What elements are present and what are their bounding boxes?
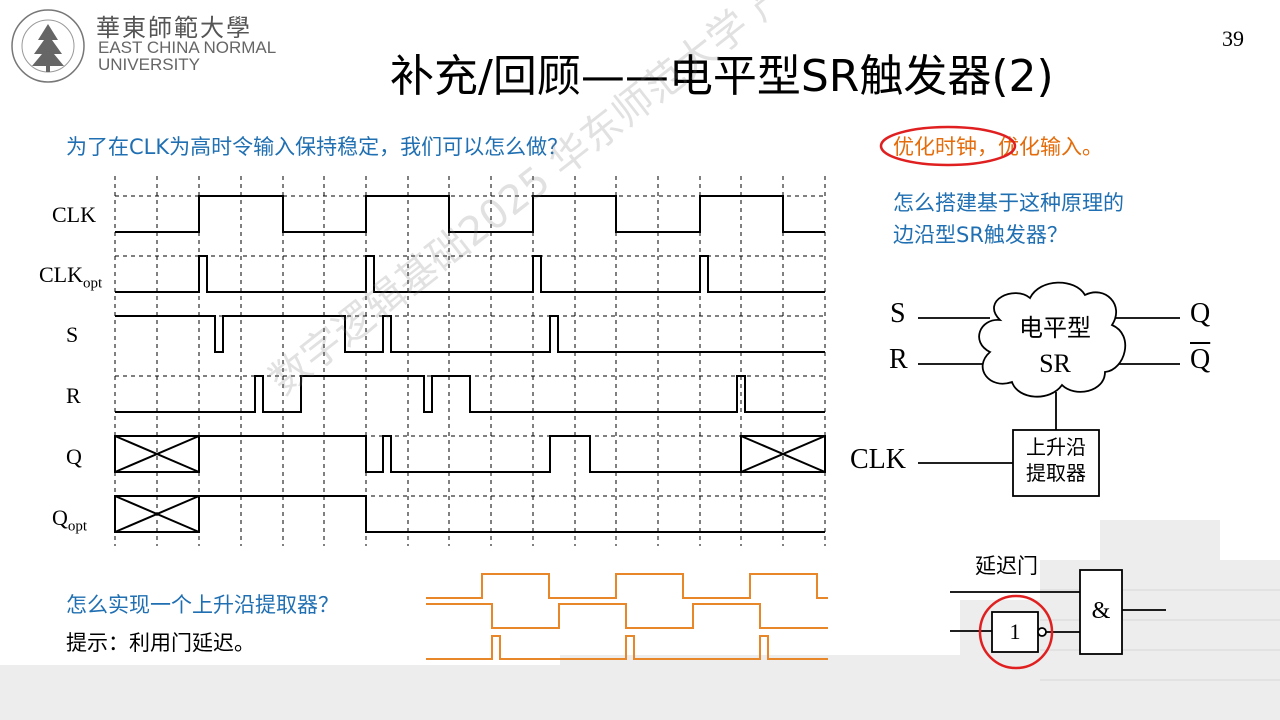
answer-separator: ， xyxy=(977,135,998,159)
wave-clk-opt xyxy=(115,255,825,293)
wave-clk xyxy=(115,195,825,233)
question-stabilize-input: 为了在CLK为高时令输入保持稳定，我们可以怎么做？ xyxy=(66,135,569,159)
signal-label-s: S xyxy=(66,322,79,347)
edge-extractor-gates xyxy=(950,569,1166,670)
logo-english-name-line1: EAST CHINA NORMAL xyxy=(98,38,277,57)
not-gate-box xyxy=(991,611,1039,653)
wave-q xyxy=(199,435,741,473)
logo-english-name-line2: UNIVERSITY xyxy=(98,55,201,74)
wave-q-unknown-1 xyxy=(114,435,200,473)
signal-label-q: Q xyxy=(66,444,82,469)
hint-gate-delay: 提示：利用门延迟。 xyxy=(66,631,255,655)
circuit-output-qbar: Q xyxy=(1190,344,1211,375)
orange-wave-delayed xyxy=(426,603,828,629)
extractor-label: 上升沿 提取器 xyxy=(1026,435,1086,485)
wave-q-opt xyxy=(199,495,825,533)
slide-title: 补充/回顾——电平型SR触发器(2) xyxy=(390,51,1054,102)
signal-label-r: R xyxy=(66,383,81,408)
logo-chinese-name: 華東師範大學 xyxy=(96,14,252,42)
highlight-circle xyxy=(879,125,1017,167)
orange-wave-input xyxy=(426,573,828,599)
signal-label-clk-opt: CLKopt xyxy=(39,262,103,292)
circuit-input-clk: CLK xyxy=(850,444,906,475)
circuit-input-s: S xyxy=(890,298,906,329)
question-edge-flipflop: 怎么搭建基于这种原理的 边沿型SR触发器？ xyxy=(893,187,1124,251)
orange-wave-pulse xyxy=(426,635,828,660)
latch-cloud-shape xyxy=(978,281,1127,398)
university-seal-icon xyxy=(11,9,85,83)
timing-diagram xyxy=(114,176,826,546)
not-gate-highlight xyxy=(978,594,1054,670)
edge-sr-circuit xyxy=(918,281,1180,497)
question-edge-line2: 边沿型SR触发器？ xyxy=(893,223,1068,247)
and-gate-symbol: & xyxy=(1091,598,1111,624)
wave-r xyxy=(115,375,825,413)
wave-qopt-unknown xyxy=(114,495,200,533)
not-gate-symbol: 1 xyxy=(1009,619,1021,644)
question-edge-line1: 怎么搭建基于这种原理的 xyxy=(893,191,1124,215)
not-gate-bubble xyxy=(1037,627,1047,637)
signal-label-q-opt: Qopt xyxy=(52,505,88,535)
wave-s xyxy=(115,315,825,353)
circuit-input-r: R xyxy=(889,344,908,375)
orange-waveforms xyxy=(426,573,828,660)
answer-optimize-clock: 优化时钟 xyxy=(893,135,977,159)
signal-label-clk: CLK xyxy=(52,202,96,227)
and-gate-box xyxy=(1079,569,1123,655)
latch-label: 电平型 SR xyxy=(1019,314,1091,378)
page-number: 39 xyxy=(1222,26,1244,51)
delay-gate-label: 延迟门 xyxy=(975,554,1038,578)
wave-q-unknown-2 xyxy=(740,435,826,473)
circuit-output-q: Q xyxy=(1190,298,1211,329)
question-edge-extractor: 怎么实现一个上升沿提取器？ xyxy=(66,593,339,617)
